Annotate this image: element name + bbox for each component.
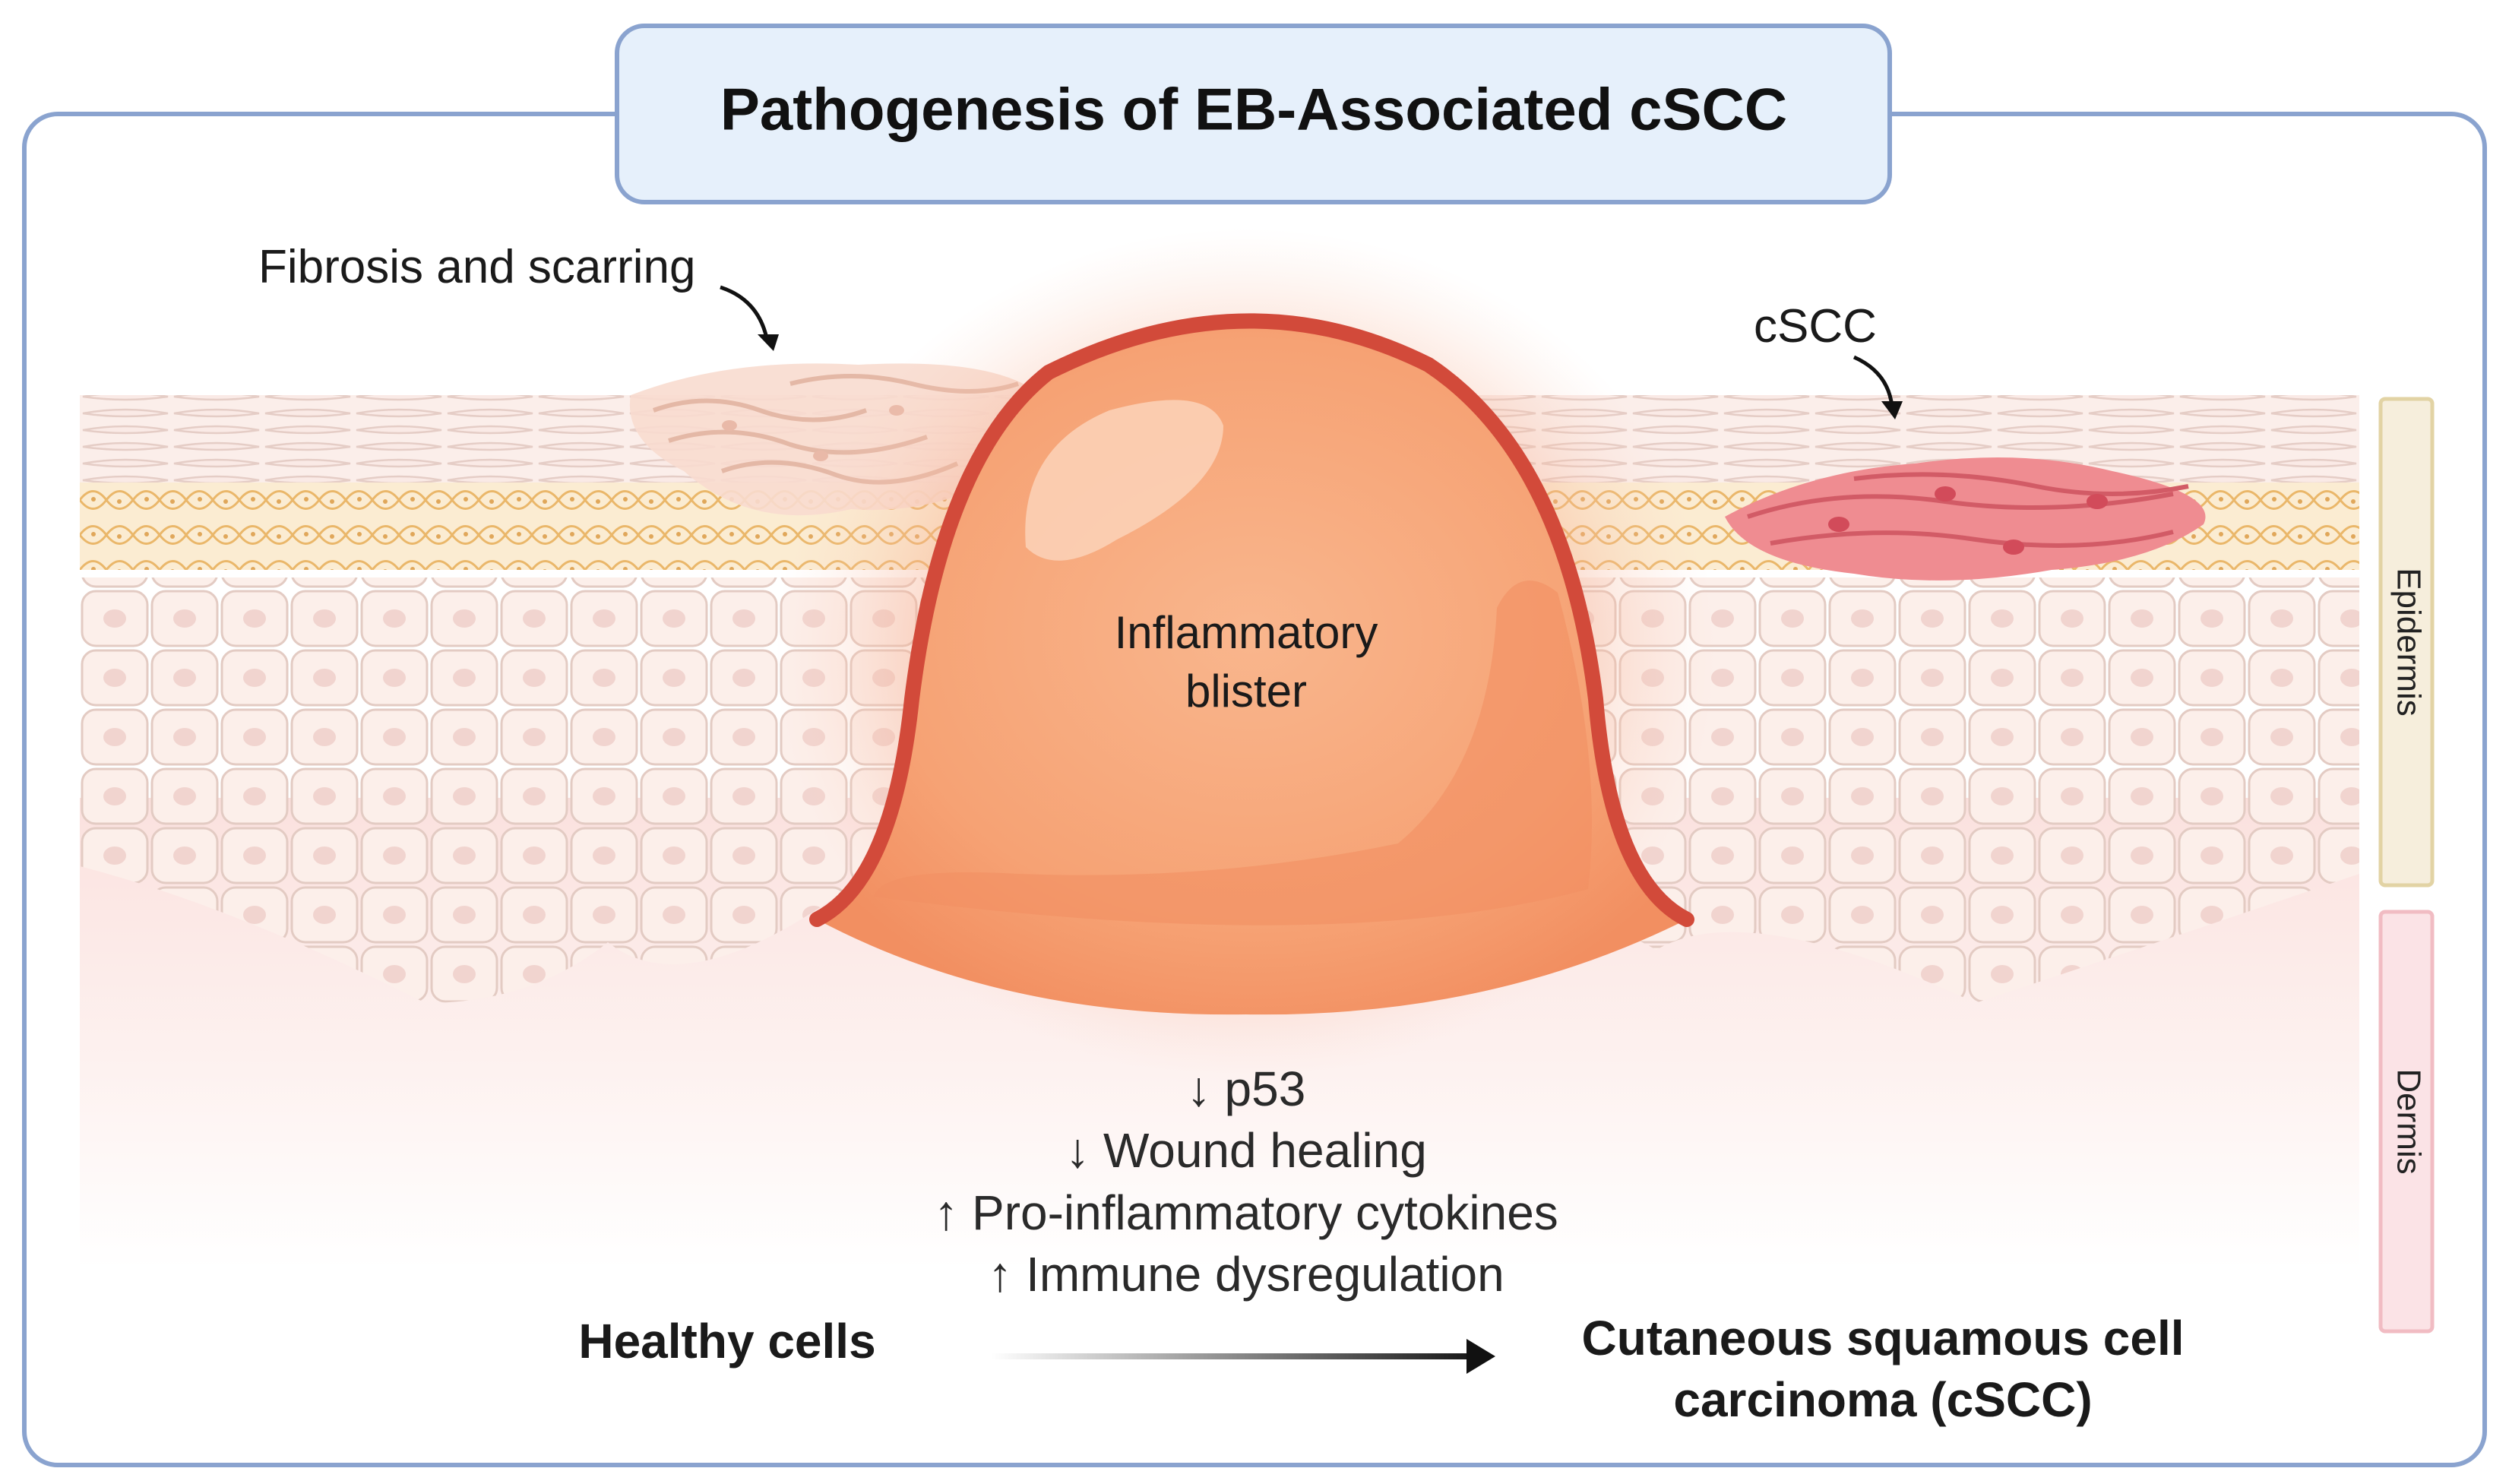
healthy-cells-label: Healthy cells <box>578 1314 875 1369</box>
cscc-arrow <box>1852 355 1894 407</box>
tumor-cluster <box>1725 457 2206 581</box>
title-box <box>615 24 1892 204</box>
factor-p53: ↓ p53 <box>1187 1062 1306 1116</box>
progression-arrow-shaft <box>992 1353 1485 1359</box>
cscc-outcome-line1: Cutaneous squamous cell <box>1581 1311 2184 1365</box>
blister-label-line1: Inflammatory <box>1115 607 1378 658</box>
epidermis-bar <box>2378 397 2435 888</box>
cscc-outcome-line2: carcinoma (cSCC) <box>1673 1372 2092 1427</box>
blister-shade <box>874 581 1592 926</box>
fibrosis-arrow <box>720 285 770 343</box>
fibrosis-arrowhead <box>758 334 779 351</box>
progression-arrowhead <box>1466 1339 1495 1374</box>
epidermis-label: Epidermis <box>2390 568 2427 717</box>
dermis-bar <box>2378 910 2435 1334</box>
fibrosis-label: Fibrosis and scarring <box>258 241 695 293</box>
dermis-label: Dermis <box>2390 1068 2427 1174</box>
factor-cytokines: ↑ Pro-inflammatory cytokines <box>934 1185 1558 1240</box>
cscc-label: cSCC <box>1754 300 1877 353</box>
blister-highlight <box>1025 400 1223 561</box>
cscc-arrowhead <box>1881 401 1903 419</box>
page-title: Pathogenesis of EB-Associated cSCC <box>720 76 1787 143</box>
blister-label-line2: blister <box>1185 666 1307 717</box>
factor-immune: ↑ Immune dysregulation <box>988 1247 1504 1302</box>
blister-rim <box>809 313 1694 927</box>
factor-wound-healing: ↓ Wound healing <box>1065 1123 1427 1178</box>
inflammatory-blister <box>775 228 1717 1079</box>
